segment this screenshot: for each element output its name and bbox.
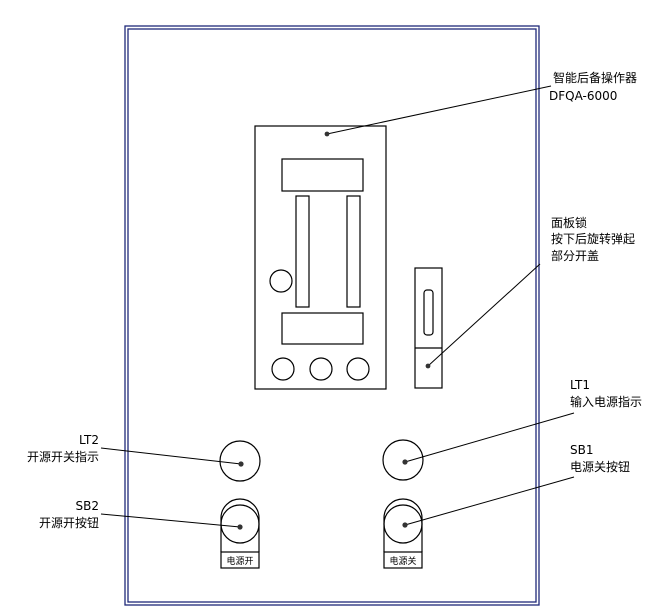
controller-display-top bbox=[281, 158, 364, 192]
leader-lt2 bbox=[100, 447, 242, 465]
leader-panel-lock bbox=[427, 263, 541, 367]
panel-lock bbox=[414, 267, 443, 389]
sb2-nameplate bbox=[220, 551, 260, 569]
controller-button-1 bbox=[271, 357, 295, 381]
sb2-button-cap bbox=[220, 504, 260, 544]
panel-lock-slot bbox=[423, 289, 434, 336]
controller-knob bbox=[269, 269, 293, 293]
lt2-indicator-lamp bbox=[219, 440, 261, 482]
leader-sb2 bbox=[100, 513, 241, 528]
sb2-nameplate-text: 电源开 bbox=[226, 555, 253, 567]
sb1-nameplate bbox=[383, 551, 423, 569]
controller-unit bbox=[254, 125, 387, 390]
controller-body bbox=[254, 125, 387, 390]
label-lock-line1: 面板锁 bbox=[551, 215, 587, 230]
leader-lt1 bbox=[404, 412, 575, 463]
label-lt2-code: LT2 bbox=[79, 433, 99, 447]
controller-display-bottom bbox=[281, 312, 364, 345]
leader-sb1 bbox=[404, 476, 575, 526]
sb1-button-assembly bbox=[383, 498, 423, 569]
dot-controller bbox=[324, 131, 330, 137]
sb2-button-assembly bbox=[220, 498, 260, 569]
dot-sb2 bbox=[237, 524, 243, 530]
label-sb1-desc: 电源关按钮 bbox=[570, 459, 630, 474]
sb1-button-guard bbox=[383, 498, 423, 552]
sb1-button-cap bbox=[383, 504, 423, 544]
label-sb2-desc: 开源开按钮 bbox=[39, 515, 99, 530]
label-lt1-desc: 输入电源指示 bbox=[570, 394, 642, 409]
panel-lock-body bbox=[414, 267, 443, 389]
label-controller-model: DFQA-6000 bbox=[549, 89, 617, 103]
dot-sb1 bbox=[402, 522, 408, 528]
label-sb2-code: SB2 bbox=[76, 499, 99, 513]
cabinet-frame-outer bbox=[124, 25, 540, 606]
controller-button-2 bbox=[309, 357, 333, 381]
sb2-button-guard bbox=[220, 498, 260, 552]
label-controller-name: 智能后备操作器 bbox=[553, 70, 637, 85]
leader-lines bbox=[100, 85, 575, 528]
lt1-indicator-lamp bbox=[382, 439, 424, 481]
label-lt1-code: LT1 bbox=[570, 378, 590, 392]
sb1-nameplate-text: 电源关 bbox=[389, 555, 416, 567]
leader-controller bbox=[326, 85, 552, 135]
label-sb1-code: SB1 bbox=[570, 443, 593, 457]
label-lock-line3: 部分开盖 bbox=[551, 248, 599, 263]
dot-lt2 bbox=[238, 461, 244, 467]
leader-dots bbox=[237, 131, 431, 530]
controller-bar-left bbox=[295, 195, 310, 308]
controller-button-3 bbox=[346, 357, 370, 381]
cabinet-frame-inner bbox=[127, 28, 537, 603]
dot-panel-lock bbox=[425, 363, 431, 369]
label-lock-line2: 按下后旋转弹起 bbox=[551, 231, 635, 246]
label-lt2-desc: 开源开关指示 bbox=[27, 449, 99, 464]
controller-bar-right bbox=[346, 195, 361, 308]
dot-lt1 bbox=[402, 459, 408, 465]
